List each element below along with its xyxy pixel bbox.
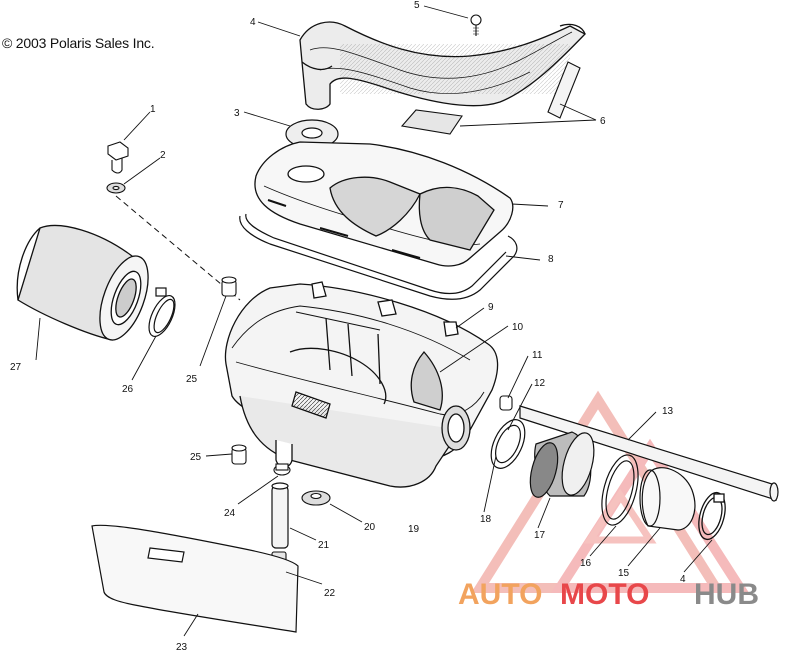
callout-6: 6: [600, 116, 606, 127]
callout-20: 20: [364, 522, 376, 533]
callout-24: 24: [224, 508, 236, 519]
callout-numbers: 4 5 3 1 2 6 7 8 9 10 11 12 13 15 16 17 1…: [10, 0, 686, 653]
long-tube: [519, 405, 779, 502]
clamp-24: [273, 463, 291, 476]
callout-12: 12: [534, 378, 546, 389]
clamp-4: [698, 491, 726, 541]
washer: [106, 182, 126, 194]
airbox-gasket: [239, 213, 518, 300]
callout-8: 8: [548, 254, 554, 265]
part-9-tube: [295, 311, 381, 331]
watermark-auto: AUTO: [458, 578, 542, 611]
callout-23: 23: [176, 642, 188, 653]
screw: [470, 14, 482, 36]
bolt: [107, 141, 129, 174]
callout-18: 18: [480, 514, 492, 525]
boot-15: [639, 467, 696, 531]
callout-17: 17: [534, 530, 546, 541]
watermark-logo: AUTO MOTO HUB: [458, 578, 759, 611]
ribbed-boot: [529, 431, 595, 498]
callout-5: 5: [414, 0, 420, 11]
grommet-20: [301, 490, 331, 506]
foam-pad-23: [91, 524, 299, 633]
callout-9: 9: [488, 302, 494, 313]
callout-26: 26: [122, 384, 134, 395]
callout-3: 3: [234, 108, 240, 119]
clamp-26: [148, 287, 176, 337]
copyright-notice: © 2003 Polaris Sales Inc.: [2, 35, 155, 51]
callout-7: 7: [558, 200, 564, 211]
outlet-ring: [490, 419, 526, 469]
callout-25-upper: 25: [186, 374, 198, 385]
callout-1: 1: [150, 104, 156, 115]
callout-19: 19: [408, 524, 420, 535]
airbox-cover: [254, 141, 514, 267]
foam-pads: [400, 61, 581, 135]
assembly-line: [115, 195, 241, 301]
bushing-11: [499, 395, 513, 411]
watermark-moto: MOTO: [560, 578, 649, 611]
callout-4-top: 4: [250, 17, 256, 28]
callout-15: 15: [618, 568, 630, 579]
callout-10: 10: [512, 322, 524, 333]
callout-22: 22: [324, 588, 336, 599]
callout-25-lower: 25: [190, 452, 202, 463]
callout-27: 27: [10, 362, 22, 373]
drain-hose: [271, 482, 289, 549]
leader-lines: [35, 5, 713, 637]
bushing-upper: [221, 276, 237, 297]
intake-duct: [299, 21, 587, 110]
air-filter: [16, 224, 149, 341]
callout-11: 11: [532, 350, 543, 361]
callout-13: 13: [662, 406, 674, 417]
airbox-base: [224, 281, 499, 488]
bushing-lower: [231, 444, 247, 465]
callout-2: 2: [160, 150, 166, 161]
callout-16: 16: [580, 558, 592, 569]
ring-16: [601, 454, 639, 526]
callout-21: 21: [318, 540, 330, 551]
watermark-hub: HUB: [694, 578, 759, 611]
grommet: [285, 119, 339, 149]
callout-4-right: 4: [680, 574, 686, 585]
